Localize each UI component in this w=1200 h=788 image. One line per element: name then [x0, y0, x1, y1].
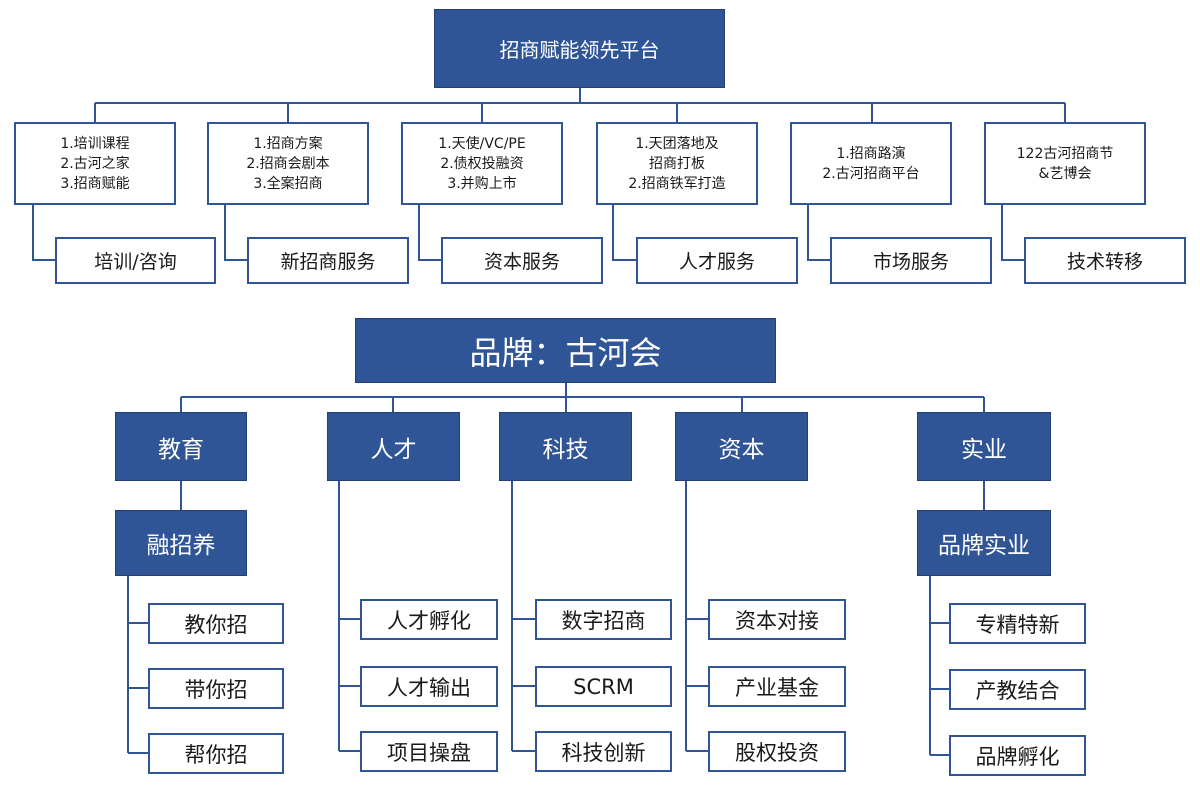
item-label: SCRM: [573, 674, 634, 699]
training-desc-box: 1.培训课程 2.古河之家 3.招商赋能: [14, 122, 176, 205]
item-label: 教你招: [184, 612, 248, 637]
talent-item: 人才孵化: [360, 599, 498, 640]
service-label: 新招商服务: [280, 251, 376, 273]
category-label: 教育: [158, 436, 204, 463]
capital-item: 股权投资: [708, 731, 846, 772]
desc-line: 1.培训课程: [60, 135, 130, 152]
item-label: 帮你招: [184, 742, 248, 767]
item-label: 股权投资: [735, 740, 819, 765]
category-label: 科技: [542, 436, 589, 463]
item-label: 专精特新: [975, 612, 1060, 637]
item-label: 人才孵化: [387, 608, 471, 633]
education-item: 帮你招: [148, 733, 284, 774]
item-label: 数字招商: [561, 608, 646, 633]
item-label: 资本对接: [735, 608, 819, 633]
industry-item: 品牌孵化: [949, 735, 1086, 776]
industry-item: 产教结合: [949, 669, 1086, 710]
desc-line: 1.天团落地及: [635, 135, 719, 152]
capital-desc-box: 1.天使/VC/PE 2.债权投融资 3.并购上市: [401, 122, 563, 205]
category-education: 教育: [115, 412, 247, 481]
brand-title: 品牌：古河会: [469, 333, 662, 372]
market-desc-box: 1.招商路演 2.古河招商平台: [790, 122, 952, 205]
subcategory-education: 融招养: [115, 510, 247, 576]
category-capital: 资本: [675, 412, 808, 481]
education-item: 带你招: [148, 668, 284, 709]
desc-line: &艺博会: [1038, 165, 1092, 182]
item-label: 科技创新: [561, 740, 646, 765]
capital-item: 资本对接: [708, 599, 846, 640]
service-capital: 资本服务: [441, 237, 603, 284]
talent-item: 人才输出: [360, 666, 498, 707]
desc-line: 3.并购上市: [447, 175, 517, 192]
item-label: 品牌孵化: [975, 744, 1060, 769]
brand-title-box: 品牌：古河会: [355, 318, 776, 383]
subcategory-industry: 品牌实业: [917, 510, 1051, 576]
service-tech-transfer: 技术转移: [1024, 237, 1186, 284]
category-label: 资本: [718, 436, 765, 463]
desc-line: 2.招商铁军打造: [628, 175, 726, 192]
industry-item: 专精特新: [949, 603, 1086, 644]
subcategory-label: 融招养: [146, 533, 216, 559]
desc-line: 1.招商路演: [836, 145, 906, 162]
category-label: 实业: [961, 436, 1007, 463]
service-training: 培训/咨询: [55, 237, 216, 284]
category-talent: 人才: [327, 412, 460, 481]
service-label: 培训/咨询: [94, 251, 177, 273]
desc-line: 1.招商方案: [253, 135, 323, 152]
platform-title-box: 招商赋能领先平台: [434, 9, 725, 88]
service-market: 市场服务: [830, 237, 992, 284]
service-label: 人才服务: [678, 251, 755, 273]
desc-line: 2.债权投融资: [440, 155, 524, 172]
service-talent: 人才服务: [636, 237, 798, 284]
platform-title: 招商赋能领先平台: [499, 38, 660, 62]
service-recruitment: 新招商服务: [247, 237, 409, 284]
item-label: 产教结合: [975, 678, 1060, 703]
capital-item: 产业基金: [708, 666, 846, 707]
tech-transfer-desc-box: 122古河招商节 &艺博会: [984, 122, 1146, 205]
desc-line: 3.招商赋能: [60, 175, 130, 192]
category-industry: 实业: [917, 412, 1051, 481]
service-label: 技术转移: [1066, 251, 1143, 273]
talent-item: 项目操盘: [360, 731, 498, 772]
desc-line: 3.全案招商: [253, 175, 323, 192]
desc-line: 2.古河招商平台: [822, 165, 920, 182]
desc-line: 1.天使/VC/PE: [438, 135, 526, 152]
subcategory-label: 品牌实业: [938, 533, 1030, 559]
item-label: 带你招: [184, 677, 248, 702]
item-label: 产业基金: [735, 675, 819, 700]
item-label: 人才输出: [387, 675, 471, 700]
education-item: 教你招: [148, 603, 284, 644]
desc-line: 2.古河之家: [60, 155, 130, 172]
service-label: 市场服务: [872, 251, 949, 273]
technology-item: 科技创新: [535, 731, 672, 772]
service-label: 资本服务: [483, 251, 560, 273]
item-label: 项目操盘: [387, 740, 471, 765]
talent-desc-box: 1.天团落地及 招商打板 2.招商铁军打造: [596, 122, 758, 205]
technology-item: SCRM: [535, 666, 672, 707]
desc-line: 122古河招商节: [1016, 145, 1114, 162]
desc-line: 招商打板: [649, 155, 705, 172]
desc-line: 2.招商会剧本: [246, 155, 330, 172]
category-label: 人才: [370, 436, 417, 463]
category-technology: 科技: [499, 412, 632, 481]
recruitment-desc-box: 1.招商方案 2.招商会剧本 3.全案招商: [207, 122, 369, 205]
technology-item: 数字招商: [535, 599, 672, 640]
